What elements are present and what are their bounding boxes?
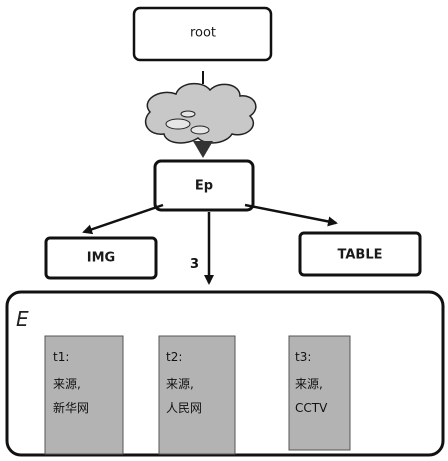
img-label: IMG <box>87 251 115 266</box>
arrow-to-img <box>82 203 164 235</box>
img-node: IMG <box>44 236 158 280</box>
card-t3: t3: 来源, CCTV <box>288 335 351 451</box>
card-t1: t1: 来源, 新华网 <box>44 335 124 455</box>
card-t2: t2: 来源, 人民网 <box>158 335 236 455</box>
card-t3-line1: 来源, <box>295 377 323 391</box>
card-t1-line2: 新华网 <box>53 400 89 415</box>
edge-label: 3 <box>190 257 199 272</box>
card-t3-line2: CCTV <box>295 401 328 415</box>
card-t2-id: t2: <box>166 350 182 364</box>
region-label: E <box>16 307 29 331</box>
arrow-to-table <box>244 203 338 227</box>
table-label: TABLE <box>338 248 383 263</box>
card-t1-line1: 来源, <box>53 377 81 391</box>
ep-node: Ep <box>153 159 255 212</box>
card-t2-line2: 人民网 <box>166 401 202 415</box>
ep-label: Ep <box>195 179 213 194</box>
root-label: root <box>190 26 216 41</box>
card-t2-line1: 来源, <box>166 377 194 391</box>
card-t1-id: t1: <box>53 350 69 364</box>
table-node: TABLE <box>298 231 422 277</box>
cloud-shape <box>144 82 257 144</box>
cloud-arrowhead <box>193 141 213 158</box>
root-node: root <box>132 6 273 62</box>
card-t3-id: t3: <box>295 350 311 364</box>
